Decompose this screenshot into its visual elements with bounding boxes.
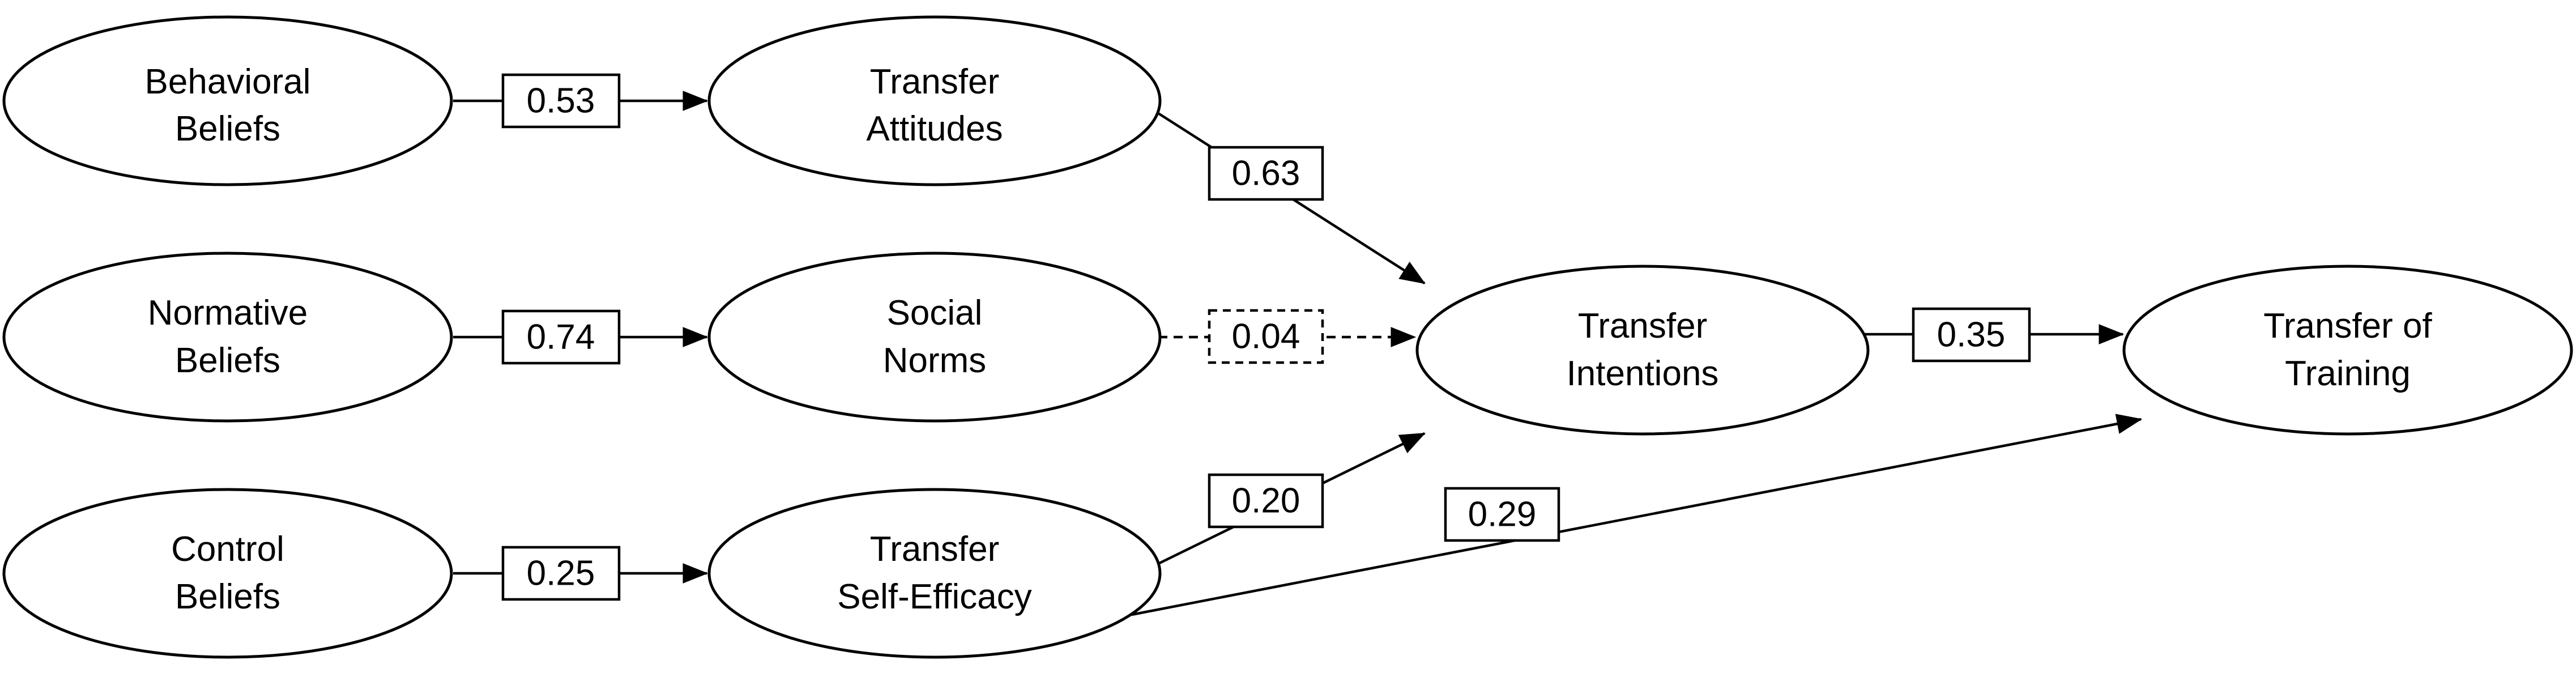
node-label-line1: Normative (148, 293, 308, 333)
coefficient-box-self-efficacy-to-training: 0.29 (1444, 487, 1560, 542)
node-label-line1: Transfer (870, 530, 1000, 569)
node-label-line2: Self-Efficacy (837, 577, 1031, 616)
coefficient-label: 0.63 (1232, 154, 1300, 193)
node-label-line2: Beliefs (175, 109, 280, 148)
node-transfer-of-training: Transfer of Training (2122, 265, 2573, 436)
coefficient-label: 0.20 (1232, 482, 1300, 521)
node-social-norms: Social Norms (707, 252, 1162, 423)
node-label-line2: Intentions (1567, 354, 1719, 393)
node-label-line2: Beliefs (175, 577, 280, 616)
coefficient-label: 0.04 (1232, 317, 1300, 356)
node-label-line1: Transfer (870, 62, 1000, 101)
coefficient-box-self-efficacy-to-intentions: 0.20 (1208, 473, 1324, 529)
node-label-line1: Social (887, 293, 983, 333)
coefficient-box-intentions-to-training: 0.35 (1912, 307, 2031, 363)
node-label-line2: Training (2285, 354, 2411, 393)
node-behavioral-beliefs: Behavioral Beliefs (2, 15, 453, 186)
node-transfer-self-efficacy: Transfer Self-Efficacy (707, 488, 1162, 659)
coefficient-label: 0.25 (527, 554, 595, 593)
coefficient-box-norms-to-intentions: 0.04 (1208, 309, 1324, 364)
coefficient-box-normative-to-norms: 0.74 (501, 309, 621, 365)
node-label-line1: Control (171, 530, 284, 569)
edge-self-efficacy-to-training (1131, 414, 2143, 616)
node-label-line1: Transfer of (2263, 306, 2432, 346)
node-transfer-intentions: Transfer Intentions (1415, 265, 1870, 436)
coefficient-box-control-to-self-efficacy: 0.25 (501, 546, 621, 601)
node-label-line1: Transfer (1578, 306, 1708, 346)
coefficient-box-behavioral-to-attitudes: 0.53 (501, 73, 621, 129)
node-label-line2: Attitudes (866, 109, 1003, 148)
coefficient-label: 0.53 (527, 82, 595, 121)
coefficient-label: 0.35 (1937, 316, 2006, 355)
node-control-beliefs: Control Beliefs (2, 488, 453, 659)
node-normative-beliefs: Normative Beliefs (2, 252, 453, 423)
node-label-line2: Beliefs (175, 341, 280, 380)
coefficient-box-attitudes-to-intentions: 0.63 (1208, 146, 1324, 201)
node-label-line2: Norms (883, 341, 987, 380)
coefficient-label: 0.74 (527, 318, 595, 357)
coefficient-label: 0.29 (1468, 495, 1537, 534)
node-label-line1: Behavioral (145, 62, 311, 101)
node-transfer-attitudes: Transfer Attitudes (707, 15, 1162, 186)
